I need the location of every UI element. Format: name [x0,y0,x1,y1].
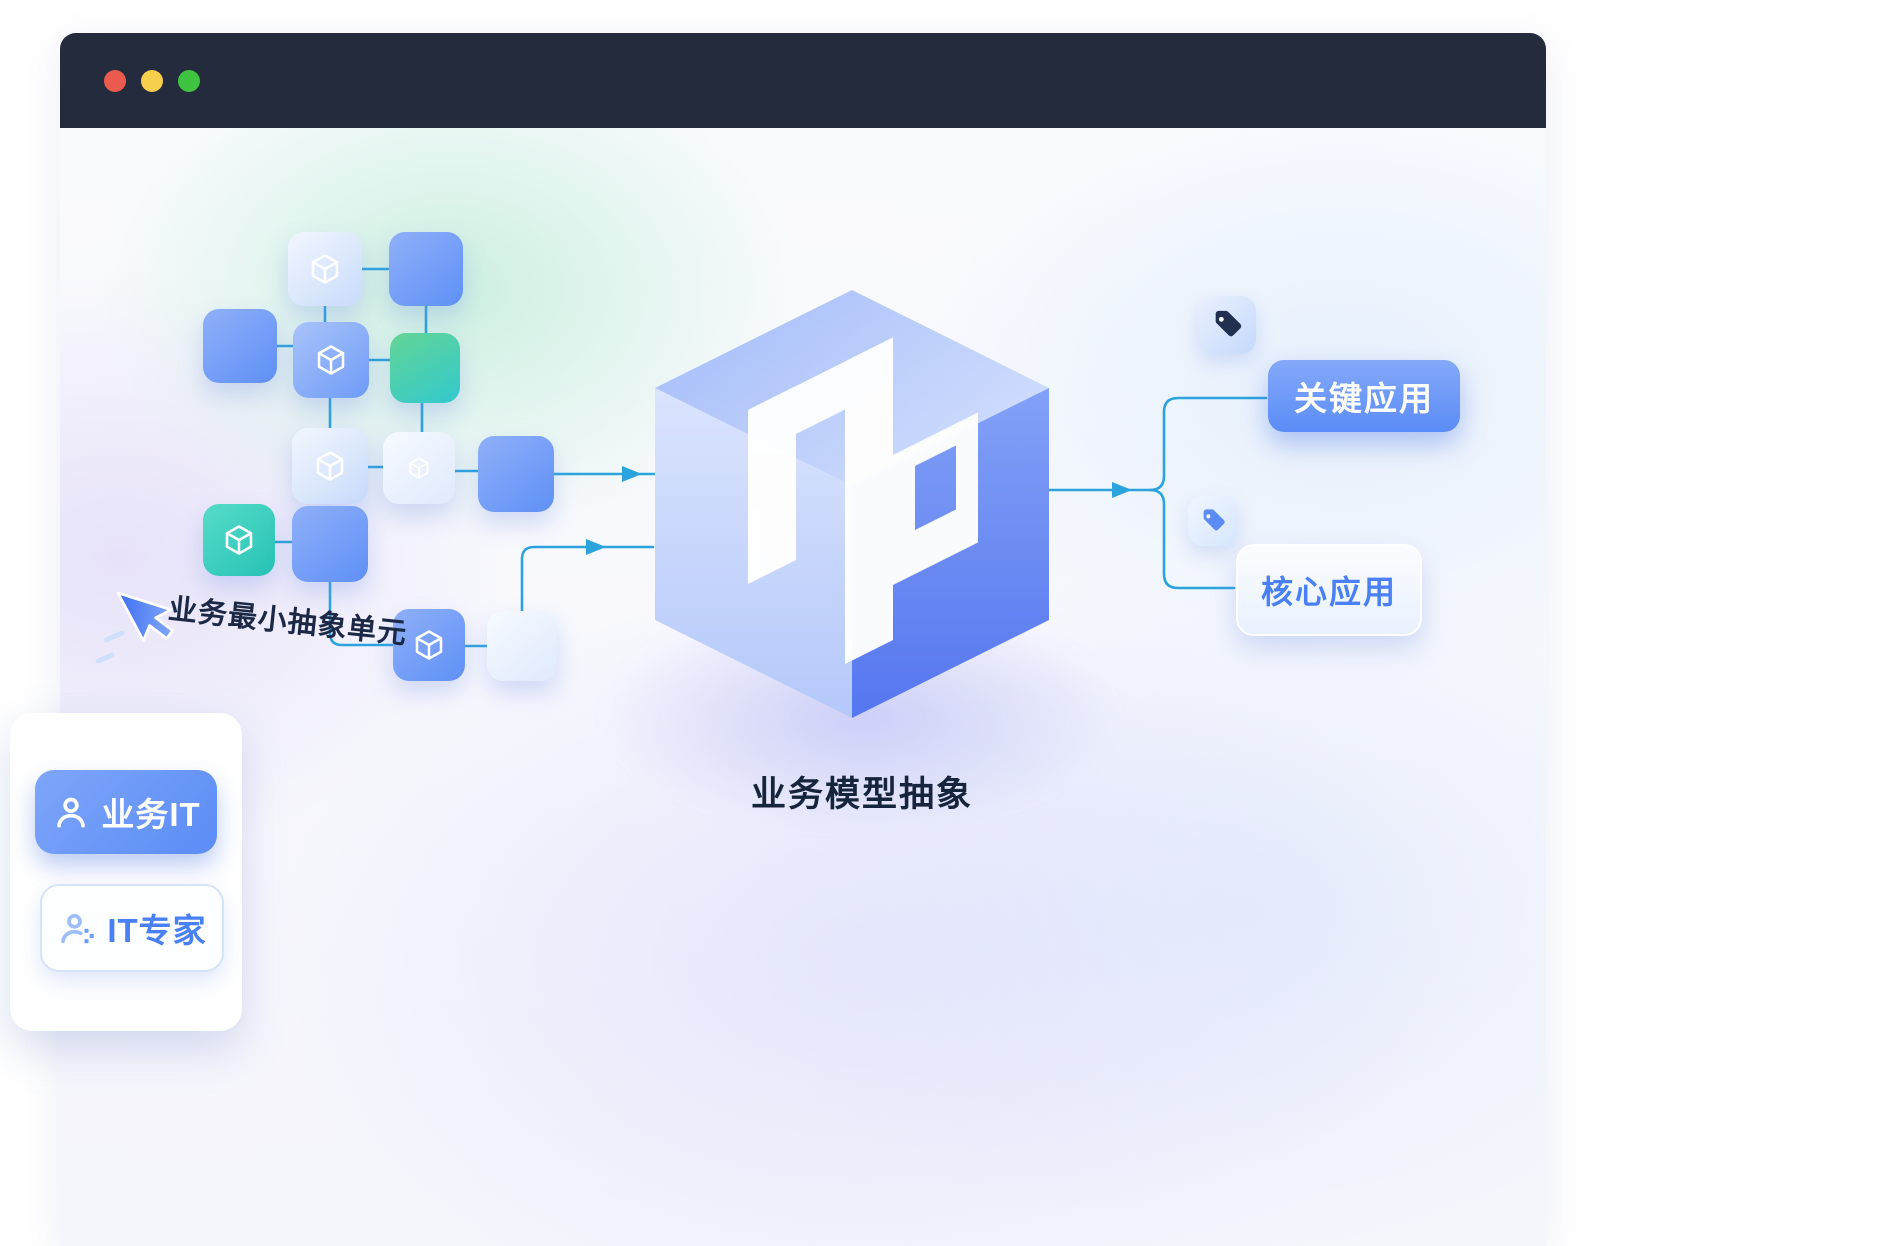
abstraction-cube [655,290,1049,718]
traffic-light-close[interactable] [104,69,126,92]
unit-node [203,309,277,383]
cube-label: 业务模型抽象 [750,775,973,814]
role-label: 业务IT [101,796,201,833]
tag-icon [1203,509,1225,531]
unit-node [478,436,554,512]
unit-node [393,609,465,681]
cursor-arrow-icon [95,591,174,664]
unit-node [203,504,275,576]
cube-logo [748,337,978,664]
core-app-tag-icon [1188,496,1238,546]
unit-node [383,432,455,504]
role-pill-business-it: 业务IT [35,770,217,854]
unit-node [292,506,368,582]
key-app-tag-icon [1198,296,1256,354]
traffic-light-minimize[interactable] [141,69,163,92]
tag-icon [1215,310,1242,337]
unit-node [487,611,557,681]
cube-icon [409,457,429,479]
window-header [60,33,1546,128]
output-pill-key-app: 关键应用 [1268,360,1460,432]
traffic-light-maximize[interactable] [178,69,200,92]
unit-node [288,232,362,306]
unit-node [292,428,368,504]
role-pill-it-expert: IT专家 [40,884,224,972]
cube-icon [317,345,345,375]
output-pill-core-app: 核心应用 [1236,544,1422,636]
cube-icon [415,630,443,660]
person-icon [57,797,86,828]
unit-node [293,322,369,398]
person-pixel-icon [61,913,94,944]
roles-card [10,713,242,1031]
cube-icon [225,525,253,555]
unit-node [390,333,460,403]
cube-icon [311,254,339,284]
role-label: IT专家 [107,912,207,949]
unit-node [389,232,463,306]
cube-icon [316,451,344,481]
